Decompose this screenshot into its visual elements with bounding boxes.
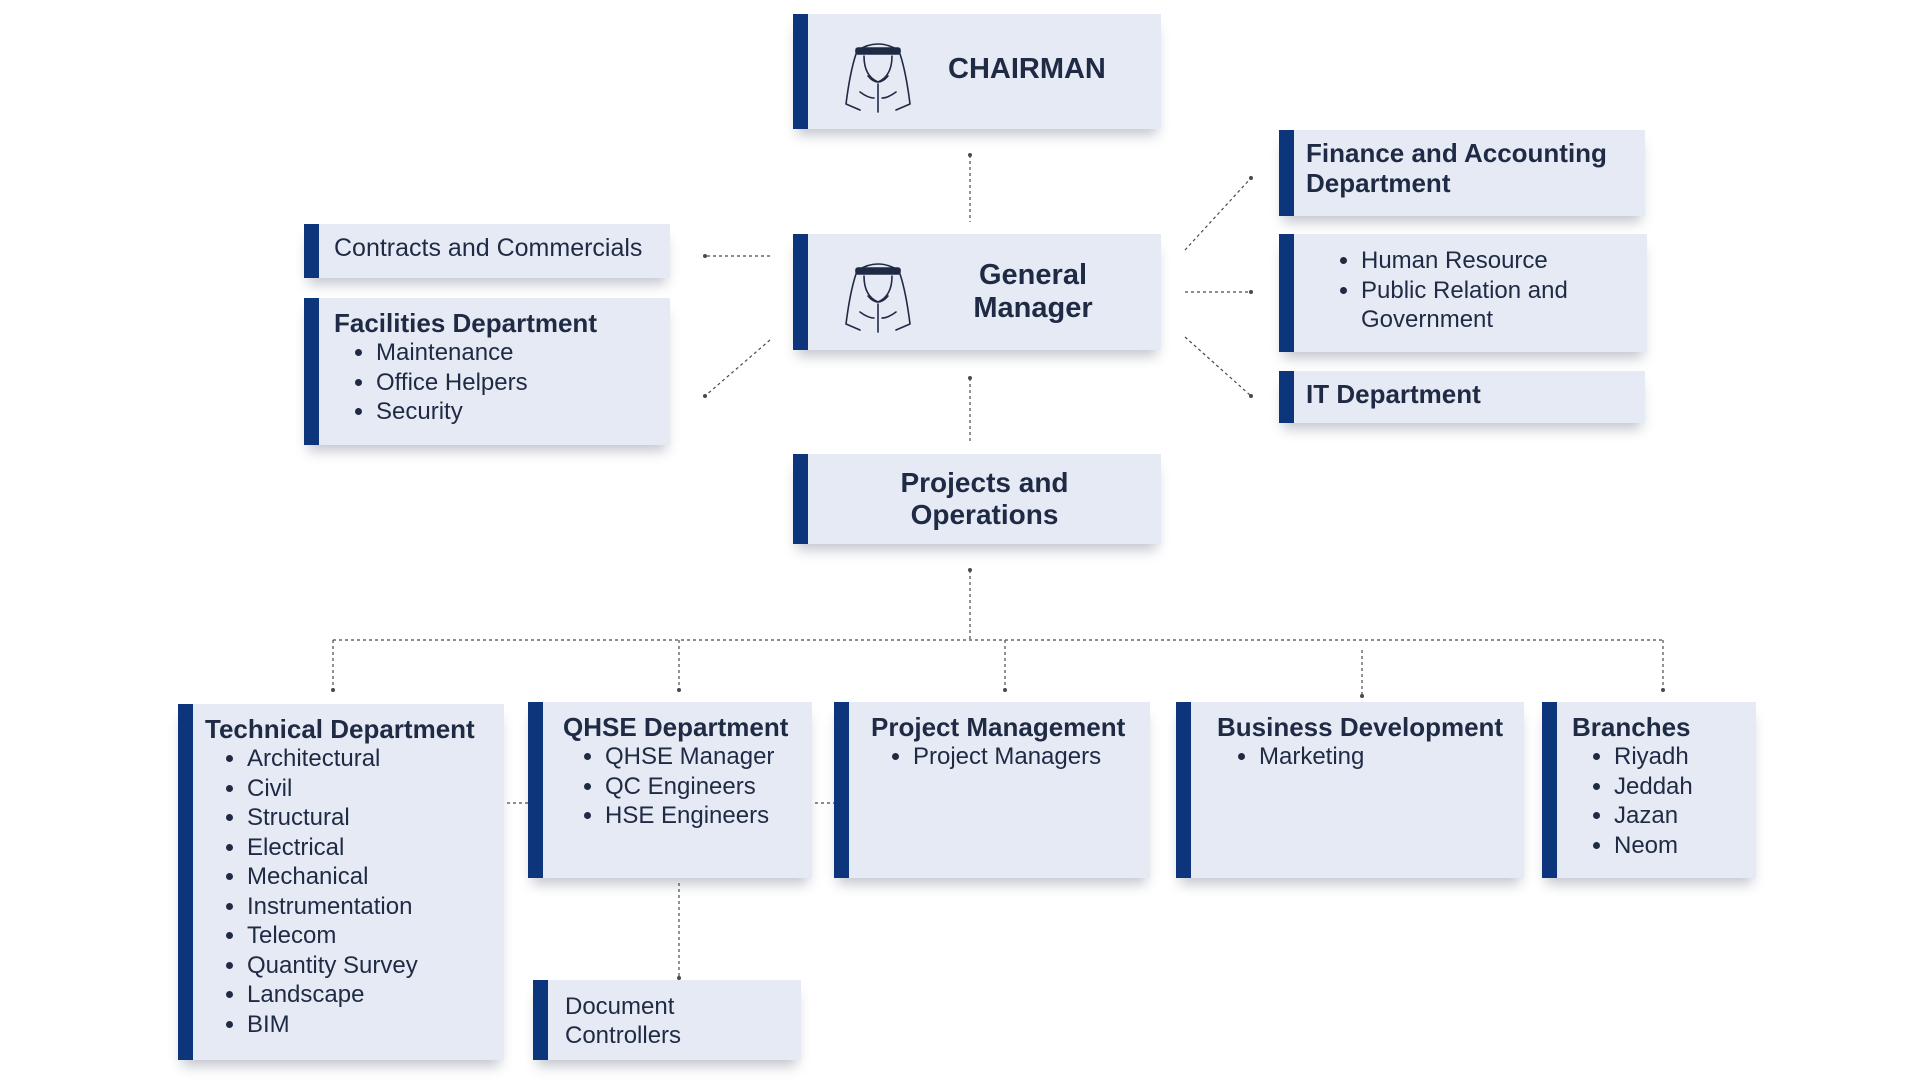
connector-gm-it	[1184, 336, 1252, 397]
list-item: Quantity Survey	[247, 951, 504, 981]
project-management-list: Project Managers	[871, 742, 1150, 772]
finance-department-title: Finance and Accounting Department	[1306, 138, 1607, 198]
list-item: Jeddah	[1614, 772, 1756, 802]
facilities-department-box[interactable]: Facilities Department Maintenance Office…	[304, 298, 670, 445]
list-item: Landscape	[247, 980, 504, 1010]
list-item: Marketing	[1259, 742, 1524, 772]
list-item: QHSE Manager	[605, 742, 812, 772]
contracts-commercials-title: Contracts and Commercials	[334, 234, 643, 262]
projects-operations-title: Projects and Operations	[900, 467, 1069, 530]
business-development-list: Marketing	[1217, 742, 1524, 772]
list-item: Public Relation and Government	[1361, 276, 1647, 335]
list-item: Maintenance	[376, 338, 670, 368]
branches-list: Riyadh Jeddah Jazan Neom	[1572, 742, 1756, 860]
connector-gm-finance	[1184, 177, 1252, 251]
contracts-commercials-box[interactable]: Contracts and Commercials	[304, 224, 670, 278]
business-development-box[interactable]: Business Development Marketing	[1176, 702, 1524, 878]
list-item: Architectural	[247, 744, 504, 774]
facilities-list: Maintenance Office Helpers Security	[334, 338, 670, 427]
it-department-box[interactable]: IT Department	[1279, 371, 1645, 423]
list-item: Civil	[247, 774, 504, 804]
branches-title: Branches	[1572, 712, 1691, 742]
list-item: Jazan	[1614, 801, 1756, 831]
list-item: Security	[376, 397, 670, 427]
list-item: Instrumentation	[247, 892, 504, 922]
list-item: Electrical	[247, 833, 504, 863]
list-item: Office Helpers	[376, 368, 670, 398]
list-item: HSE Engineers	[605, 801, 812, 831]
document-controllers-title: Document Controllers	[565, 993, 682, 1049]
list-item: QC Engineers	[605, 772, 812, 802]
finance-department-box[interactable]: Finance and Accounting Department	[1279, 130, 1645, 216]
branches-box[interactable]: Branches Riyadh Jeddah Jazan Neom	[1542, 702, 1756, 878]
qhse-department-title: QHSE Department	[563, 712, 789, 742]
facilities-department-title: Facilities Department	[334, 308, 597, 338]
connector-gm-facilities	[704, 339, 771, 397]
list-item: Neom	[1614, 831, 1756, 861]
business-development-title: Business Development	[1217, 712, 1504, 742]
technical-list: Architectural Civil Structural Electrica…	[205, 744, 504, 1039]
qhse-list: QHSE Manager QC Engineers HSE Engineers	[563, 742, 812, 831]
arab-man-headdress-icon	[845, 263, 911, 333]
chairman-title: CHAIRMAN	[948, 53, 1106, 85]
it-department-title: IT Department	[1306, 379, 1481, 409]
project-management-title: Project Management	[871, 712, 1126, 742]
general-manager-box[interactable]: General Manager	[793, 234, 1161, 350]
general-manager-title: General Manager	[973, 259, 1093, 324]
technical-department-box[interactable]: Technical Department Architectural Civil…	[178, 704, 504, 1060]
chairman-box[interactable]: CHAIRMAN	[793, 14, 1161, 129]
list-item: BIM	[247, 1010, 504, 1040]
list-item: Project Managers	[913, 742, 1150, 772]
arab-man-headdress-icon	[845, 43, 911, 113]
list-item: Structural	[247, 803, 504, 833]
qhse-department-box[interactable]: QHSE Department QHSE Manager QC Engineer…	[528, 702, 812, 878]
hr-pr-list: Human Resource Public Relation and Gover…	[1306, 246, 1647, 335]
projects-operations-box[interactable]: Projects and Operations	[793, 454, 1161, 544]
project-management-box[interactable]: Project Management Project Managers	[834, 702, 1150, 878]
list-item: Human Resource	[1361, 246, 1647, 276]
technical-department-title: Technical Department	[205, 714, 475, 744]
list-item: Riyadh	[1614, 742, 1756, 772]
list-item: Mechanical	[247, 862, 504, 892]
hr-pr-box[interactable]: Human Resource Public Relation and Gover…	[1279, 234, 1647, 352]
list-item: Telecom	[247, 921, 504, 951]
document-controllers-box[interactable]: Document Controllers	[533, 980, 801, 1060]
